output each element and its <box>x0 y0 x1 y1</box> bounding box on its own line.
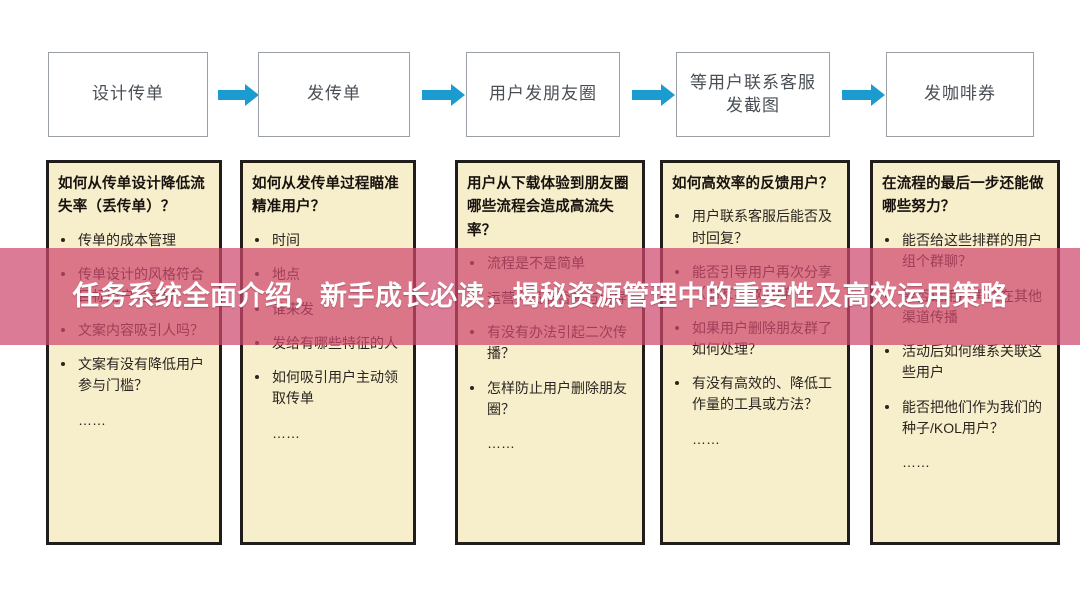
flow-arrow-4 <box>842 84 885 106</box>
card-title: 用户从下载体验到朋友圈哪些流程会造成高流失率？ <box>467 176 629 239</box>
list-item: 时间 <box>252 230 404 251</box>
question-card: 用户从下载体验到朋友圈哪些流程会造成高流失率？ 流程是不是简单 运营人员能否参与… <box>455 160 645 545</box>
flowchart-row: 设计传单 发传单 用户发朋友圈 等用户联系客服发截图 发咖啡券 <box>0 0 1080 155</box>
overlay-title-text: 任务系统全面介绍，新手成长必读，揭秘资源管理中的重要性及高效运用策略 <box>72 280 1008 311</box>
card-title: 在流程的最后一步还能做哪些努力？ <box>882 176 1044 216</box>
flow-step-3: 用户发朋友圈 <box>466 52 620 137</box>
flow-step-4-label: 等用户联系客服发截图 <box>690 72 816 115</box>
list-item: 如何吸引用户主动领取传单 <box>252 367 404 410</box>
list-item: 活动后如何维系关联这些用户 <box>882 341 1048 384</box>
list-item: 文案有没有降低用户参与门槛？ <box>58 354 210 397</box>
overlay-title-banner: 任务系统全面介绍，新手成长必读，揭秘资源管理中的重要性及高效运用策略 <box>0 248 1080 345</box>
list-ellipsis: …… <box>272 424 300 441</box>
question-card: 如何从传单设计降低流失率（丢传单）？ 传单的成本管理 传单设计的风格符合目标用户… <box>46 160 222 545</box>
question-card-row: 如何从传单设计降低流失率（丢传单）？ 传单的成本管理 传单设计的风格符合目标用户… <box>0 160 1080 555</box>
question-card: 在流程的最后一步还能做哪些努力？ 能否给这些排群的用户组个群聊？ 能否让用户再次… <box>870 160 1060 545</box>
card-title: 如何从传单设计降低流失率（丢传单）？ <box>58 176 205 216</box>
list-ellipsis: …… <box>902 454 930 471</box>
flow-step-4: 等用户联系客服发截图 <box>676 52 830 137</box>
card-title: 如何从发传单过程瞄准精准用户？ <box>252 176 399 216</box>
flow-step-2: 发传单 <box>258 52 410 137</box>
flow-step-5-label: 发咖啡券 <box>924 84 996 104</box>
flow-arrow-2 <box>422 84 465 106</box>
question-card: 如何从发传单过程瞄准精准用户？ 时间 地点 谁来发 发给有哪些特征的人 如何吸引… <box>240 160 416 545</box>
list-item: 怎样防止用户删除朋友圈？ <box>467 378 633 421</box>
list-item: 用户联系客服后能否及时回复？ <box>672 206 838 249</box>
flow-step-1: 设计传单 <box>48 52 208 137</box>
question-card: 如何高效率的反馈用户？ 用户联系客服后能否及时回复？ 能否引导用户再次分享（朋友… <box>660 160 850 545</box>
flow-step-5: 发咖啡券 <box>886 52 1034 137</box>
list-item: 能否把他们作为我们的种子/KOL用户？ <box>882 397 1048 440</box>
list-item: 有没有高效的、降低工作量的工具或方法？ <box>672 373 838 416</box>
flow-step-3-label: 用户发朋友圈 <box>489 84 597 104</box>
list-ellipsis: …… <box>78 411 106 428</box>
flow-arrow-3 <box>632 84 675 106</box>
list-ellipsis: …… <box>487 435 515 452</box>
flow-step-1-label: 设计传单 <box>92 84 164 104</box>
flow-step-2-label: 发传单 <box>307 84 361 104</box>
list-item: 传单的成本管理 <box>58 230 210 251</box>
flow-arrow-1 <box>218 84 259 106</box>
card-title: 如何高效率的反馈用户？ <box>672 176 834 192</box>
list-ellipsis: …… <box>692 430 720 447</box>
